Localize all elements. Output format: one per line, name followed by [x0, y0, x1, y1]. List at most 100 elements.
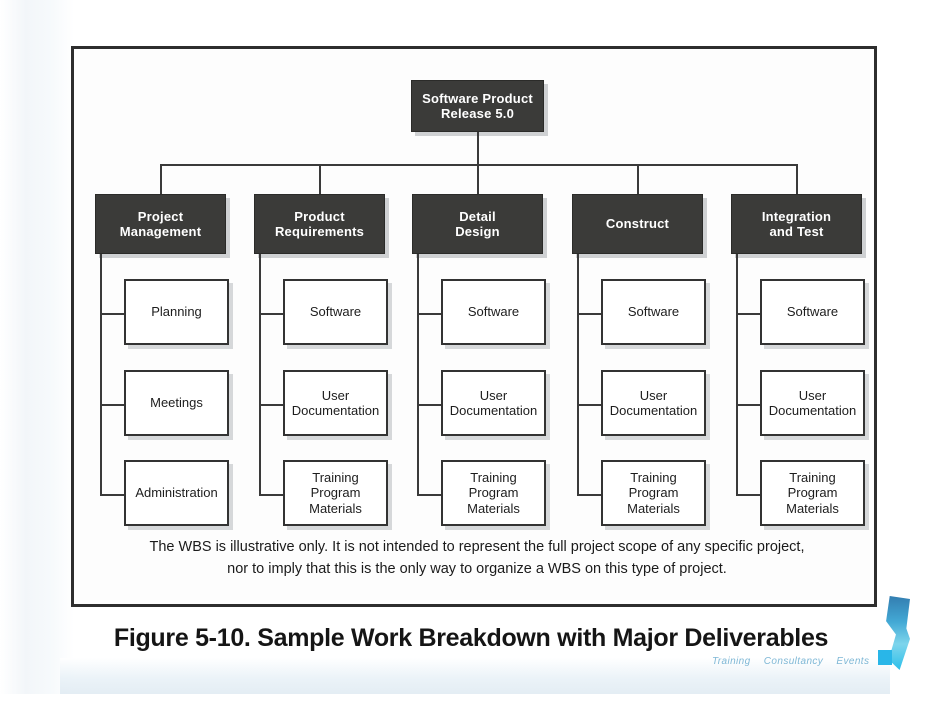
wbs-leaf-col3-software[interactable]: Software — [441, 279, 546, 345]
connector-root-drop — [477, 132, 479, 164]
brand-logo-square-icon — [878, 650, 892, 665]
wbs-node-detail-design[interactable]: Detail Design — [412, 194, 543, 254]
wbs-node-integration-and-test-line1: Integration — [761, 208, 832, 224]
wbs-leaf-administration-text: Administration — [135, 485, 218, 501]
wbs-node-integration-and-test-text: Integration and Test — [732, 209, 861, 240]
wbs-leaf-col4-user-documentation-text: User Documentation — [603, 388, 704, 419]
wbs-node-product-requirements[interactable]: Product Requirements — [254, 194, 385, 254]
wbs-leaf-col3-training-line1: Training Program — [468, 470, 519, 501]
wbs-leaf-col5-training-line1: Training Program — [787, 470, 838, 501]
wbs-node-construct-text: Construct — [605, 216, 670, 232]
wbs-leaf-col4-user-documentation[interactable]: User Documentation — [601, 370, 706, 436]
wbs-leaf-col5-user-documentation-text: User Documentation — [762, 388, 863, 419]
wbs-leaf-col2-training-program-materials[interactable]: Training Program Materials — [283, 460, 388, 526]
wbs-disclaimer: The WBS is illustrative only. It is not … — [94, 536, 860, 581]
wbs-leaf-col3-user-documentation-line1: User — [479, 387, 508, 403]
wbs-leaf-planning-text: Planning — [151, 304, 202, 320]
wbs-leaf-col4-user-documentation-line2: Documentation — [609, 403, 698, 418]
connector-stub-col2-child2 — [259, 404, 283, 406]
connector-bus-drop-3 — [477, 164, 479, 194]
connector-stub-col4-child2 — [577, 404, 601, 406]
connector-stub-col2-child1 — [259, 313, 283, 315]
wbs-leaf-col5-training-program-materials[interactable]: Training Program Materials — [760, 460, 865, 526]
connector-stub-col1-child1 — [100, 313, 124, 315]
wbs-leaf-col3-training-program-materials-text: Training Program Materials — [443, 470, 544, 516]
wbs-leaf-col3-user-documentation-text: User Documentation — [443, 388, 544, 419]
figure-caption: Figure 5-10. Sample Work Breakdown with … — [113, 624, 829, 652]
connector-stub-col4-child3 — [577, 494, 601, 496]
wbs-leaf-col2-user-documentation-line2: Documentation — [291, 403, 380, 418]
wbs-leaf-col3-user-documentation-line2: Documentation — [449, 403, 538, 418]
wbs-leaf-col4-training-program-materials[interactable]: Training Program Materials — [601, 460, 706, 526]
wbs-leaf-col2-user-documentation[interactable]: User Documentation — [283, 370, 388, 436]
wbs-leaf-col2-training-line1: Training Program — [310, 470, 361, 501]
connector-stub-col2-child3 — [259, 494, 283, 496]
connector-stub-col1-child2 — [100, 404, 124, 406]
wbs-node-root-line1: Software Product — [422, 90, 533, 106]
brand-logo-icon — [886, 596, 910, 670]
wbs-leaf-col5-training-program-materials-text: Training Program Materials — [762, 470, 863, 516]
watermark-item-training: Training — [712, 656, 751, 667]
watermark-item-consultancy: Consultancy — [763, 656, 824, 667]
wbs-node-project-management-text: Project Management — [96, 209, 225, 240]
wbs-node-project-management-line2: Management — [119, 224, 202, 239]
connector-spine-col5 — [736, 254, 738, 496]
watermark-tagline: Training Consultancy Events — [712, 656, 879, 667]
connector-spine-col2 — [259, 254, 261, 496]
wbs-node-product-requirements-line2: Requirements — [274, 224, 365, 239]
connector-spine-col3 — [417, 254, 419, 496]
connector-stub-col4-child1 — [577, 313, 601, 315]
wbs-node-root-line2: Release 5.0 — [440, 106, 515, 121]
wbs-leaf-col5-user-documentation-line2: Documentation — [768, 403, 857, 418]
connector-stub-col3-child3 — [417, 494, 441, 496]
wbs-node-root-text: Software Product Release 5.0 — [412, 91, 543, 122]
wbs-node-detail-design-text: Detail Design — [413, 209, 542, 240]
wbs-node-integration-and-test-line2: and Test — [769, 224, 824, 239]
wbs-leaf-planning[interactable]: Planning — [124, 279, 229, 345]
wbs-leaf-col5-training-line2: Materials — [786, 500, 839, 516]
wbs-leaf-col4-training-line2: Materials — [627, 500, 680, 516]
wbs-leaf-col5-user-documentation-line1: User — [798, 387, 827, 403]
wbs-node-construct[interactable]: Construct — [572, 194, 703, 254]
wbs-leaf-meetings[interactable]: Meetings — [124, 370, 229, 436]
wbs-leaf-col2-training-program-materials-text: Training Program Materials — [285, 470, 386, 516]
wbs-leaf-col3-training-line2: Materials — [467, 500, 520, 516]
wbs-leaf-administration[interactable]: Administration — [124, 460, 229, 526]
wbs-node-product-requirements-text: Product Requirements — [255, 209, 384, 240]
wbs-disclaimer-line1: The WBS is illustrative only. It is not … — [149, 539, 805, 555]
connector-stub-col5-child3 — [736, 494, 760, 496]
connector-spine-col1 — [100, 254, 102, 496]
wbs-node-root[interactable]: Software Product Release 5.0 — [411, 80, 544, 132]
slide-canvas: Software Product Release 5.0 Project Man… — [0, 0, 910, 694]
wbs-leaf-col2-software[interactable]: Software — [283, 279, 388, 345]
wbs-leaf-col2-training-line2: Materials — [309, 500, 362, 516]
wbs-leaf-col5-software[interactable]: Software — [760, 279, 865, 345]
connector-stub-col3-child1 — [417, 313, 441, 315]
wbs-disclaimer-line2: nor to imply that this is the only way t… — [227, 561, 727, 578]
connector-stub-col5-child2 — [736, 404, 760, 406]
wbs-leaf-col2-user-documentation-text: User Documentation — [285, 388, 386, 419]
wbs-leaf-col4-software[interactable]: Software — [601, 279, 706, 345]
wbs-node-detail-design-line2: Design — [455, 224, 500, 239]
connector-stub-col5-child1 — [736, 313, 760, 315]
wbs-leaf-col3-software-text: Software — [467, 304, 520, 320]
connector-bus-drop-5 — [796, 164, 798, 194]
connector-stub-col3-child2 — [417, 404, 441, 406]
connector-spine-col4 — [577, 254, 579, 496]
wbs-figure-frame: Software Product Release 5.0 Project Man… — [71, 46, 877, 607]
wbs-node-product-requirements-line1: Product — [294, 208, 345, 224]
wbs-leaf-col4-software-text: Software — [627, 304, 680, 320]
wbs-node-project-management-line1: Project — [137, 208, 184, 224]
wbs-leaf-col3-user-documentation[interactable]: User Documentation — [441, 370, 546, 436]
wbs-leaf-col5-user-documentation[interactable]: User Documentation — [760, 370, 865, 436]
wbs-leaf-col3-training-program-materials[interactable]: Training Program Materials — [441, 460, 546, 526]
connector-bus-drop-1 — [160, 164, 162, 194]
scan-tint-left — [0, 0, 74, 694]
wbs-node-detail-design-line1: Detail — [459, 208, 496, 224]
wbs-leaf-meetings-text: Meetings — [150, 395, 203, 411]
wbs-node-integration-and-test[interactable]: Integration and Test — [731, 194, 862, 254]
wbs-node-project-management[interactable]: Project Management — [95, 194, 226, 254]
wbs-leaf-col4-user-documentation-line1: User — [639, 387, 668, 403]
wbs-leaf-col4-training-program-materials-text: Training Program Materials — [603, 470, 704, 516]
wbs-leaf-col2-software-text: Software — [309, 304, 362, 320]
